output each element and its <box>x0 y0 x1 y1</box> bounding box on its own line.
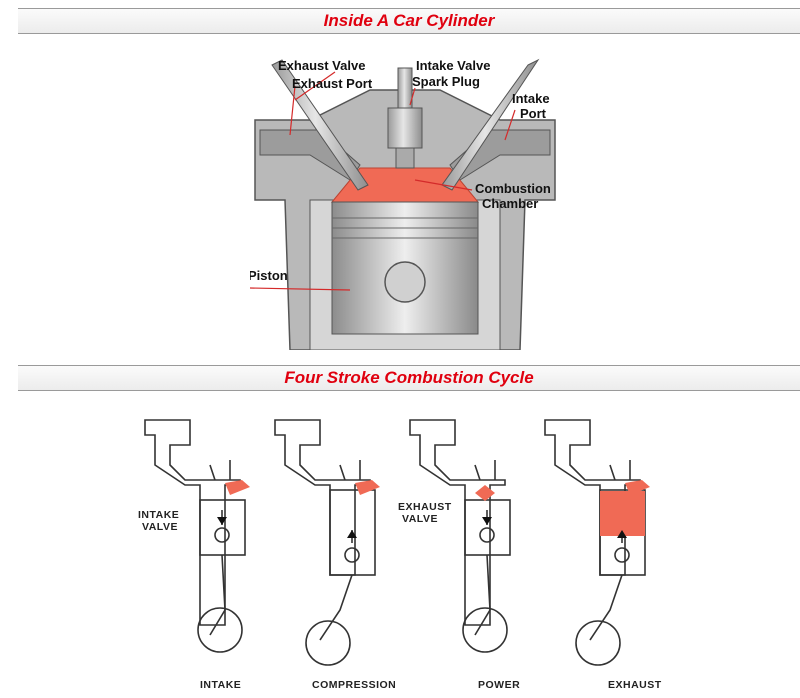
spark-plug-body <box>387 107 423 149</box>
exhaust-burned-gas <box>600 491 645 536</box>
stroke-label-exhaust: EXHAUST <box>608 679 662 691</box>
label-combustion-1: Combustion <box>475 181 551 196</box>
label-intake-port-1: Intake <box>512 91 550 106</box>
stroke-exhaust-engine <box>544 419 646 666</box>
stroke-intake-engine <box>144 419 246 653</box>
wrist-pin <box>384 261 426 303</box>
label-intake-port-2: Port <box>520 106 547 121</box>
spark-plug-top <box>397 67 413 109</box>
intake-valve <box>441 58 540 191</box>
exhaust-valve <box>271 59 369 191</box>
label-intake-valve-annot-2: VALVE <box>142 521 178 533</box>
section-title-cylinder: Inside A Car Cylinder <box>323 11 495 30</box>
label-exhaust-valve: Exhaust Valve <box>278 58 365 73</box>
section-header-cycle: Four Stroke Combustion Cycle <box>18 365 800 391</box>
four-stroke-diagram: INTAKE VALVE EXHAUST VALVE INTAKE COMPRE… <box>138 419 662 691</box>
stroke-label-intake: INTAKE <box>200 679 241 691</box>
cylinder-diagram: Exhaust Valve Exhaust Port Intake Valve … <box>250 58 556 350</box>
label-intake-valve: Intake Valve <box>416 58 490 73</box>
stroke-label-power: POWER <box>478 679 520 691</box>
label-intake-valve-annot-1: INTAKE <box>138 509 179 521</box>
section-header-cylinder: Inside A Car Cylinder <box>18 8 800 34</box>
label-exhaust-valve-annot-1: EXHAUST <box>398 501 452 513</box>
label-piston: Piston <box>250 268 288 283</box>
label-exhaust-valve-annot-2: VALVE <box>402 513 438 525</box>
power-spark-flash <box>475 485 495 501</box>
label-exhaust-port: Exhaust Port <box>292 76 373 91</box>
stroke-power-engine <box>409 419 511 653</box>
label-spark-plug: Spark Plug <box>412 74 480 89</box>
label-combustion-2: Chamber <box>482 196 538 211</box>
intake-port-charge <box>225 480 250 495</box>
stroke-compression-engine <box>274 419 376 666</box>
section-title-cycle: Four Stroke Combustion Cycle <box>284 368 534 387</box>
stroke-label-compression: COMPRESSION <box>312 679 396 691</box>
compression-exhaust-accent <box>355 480 380 495</box>
